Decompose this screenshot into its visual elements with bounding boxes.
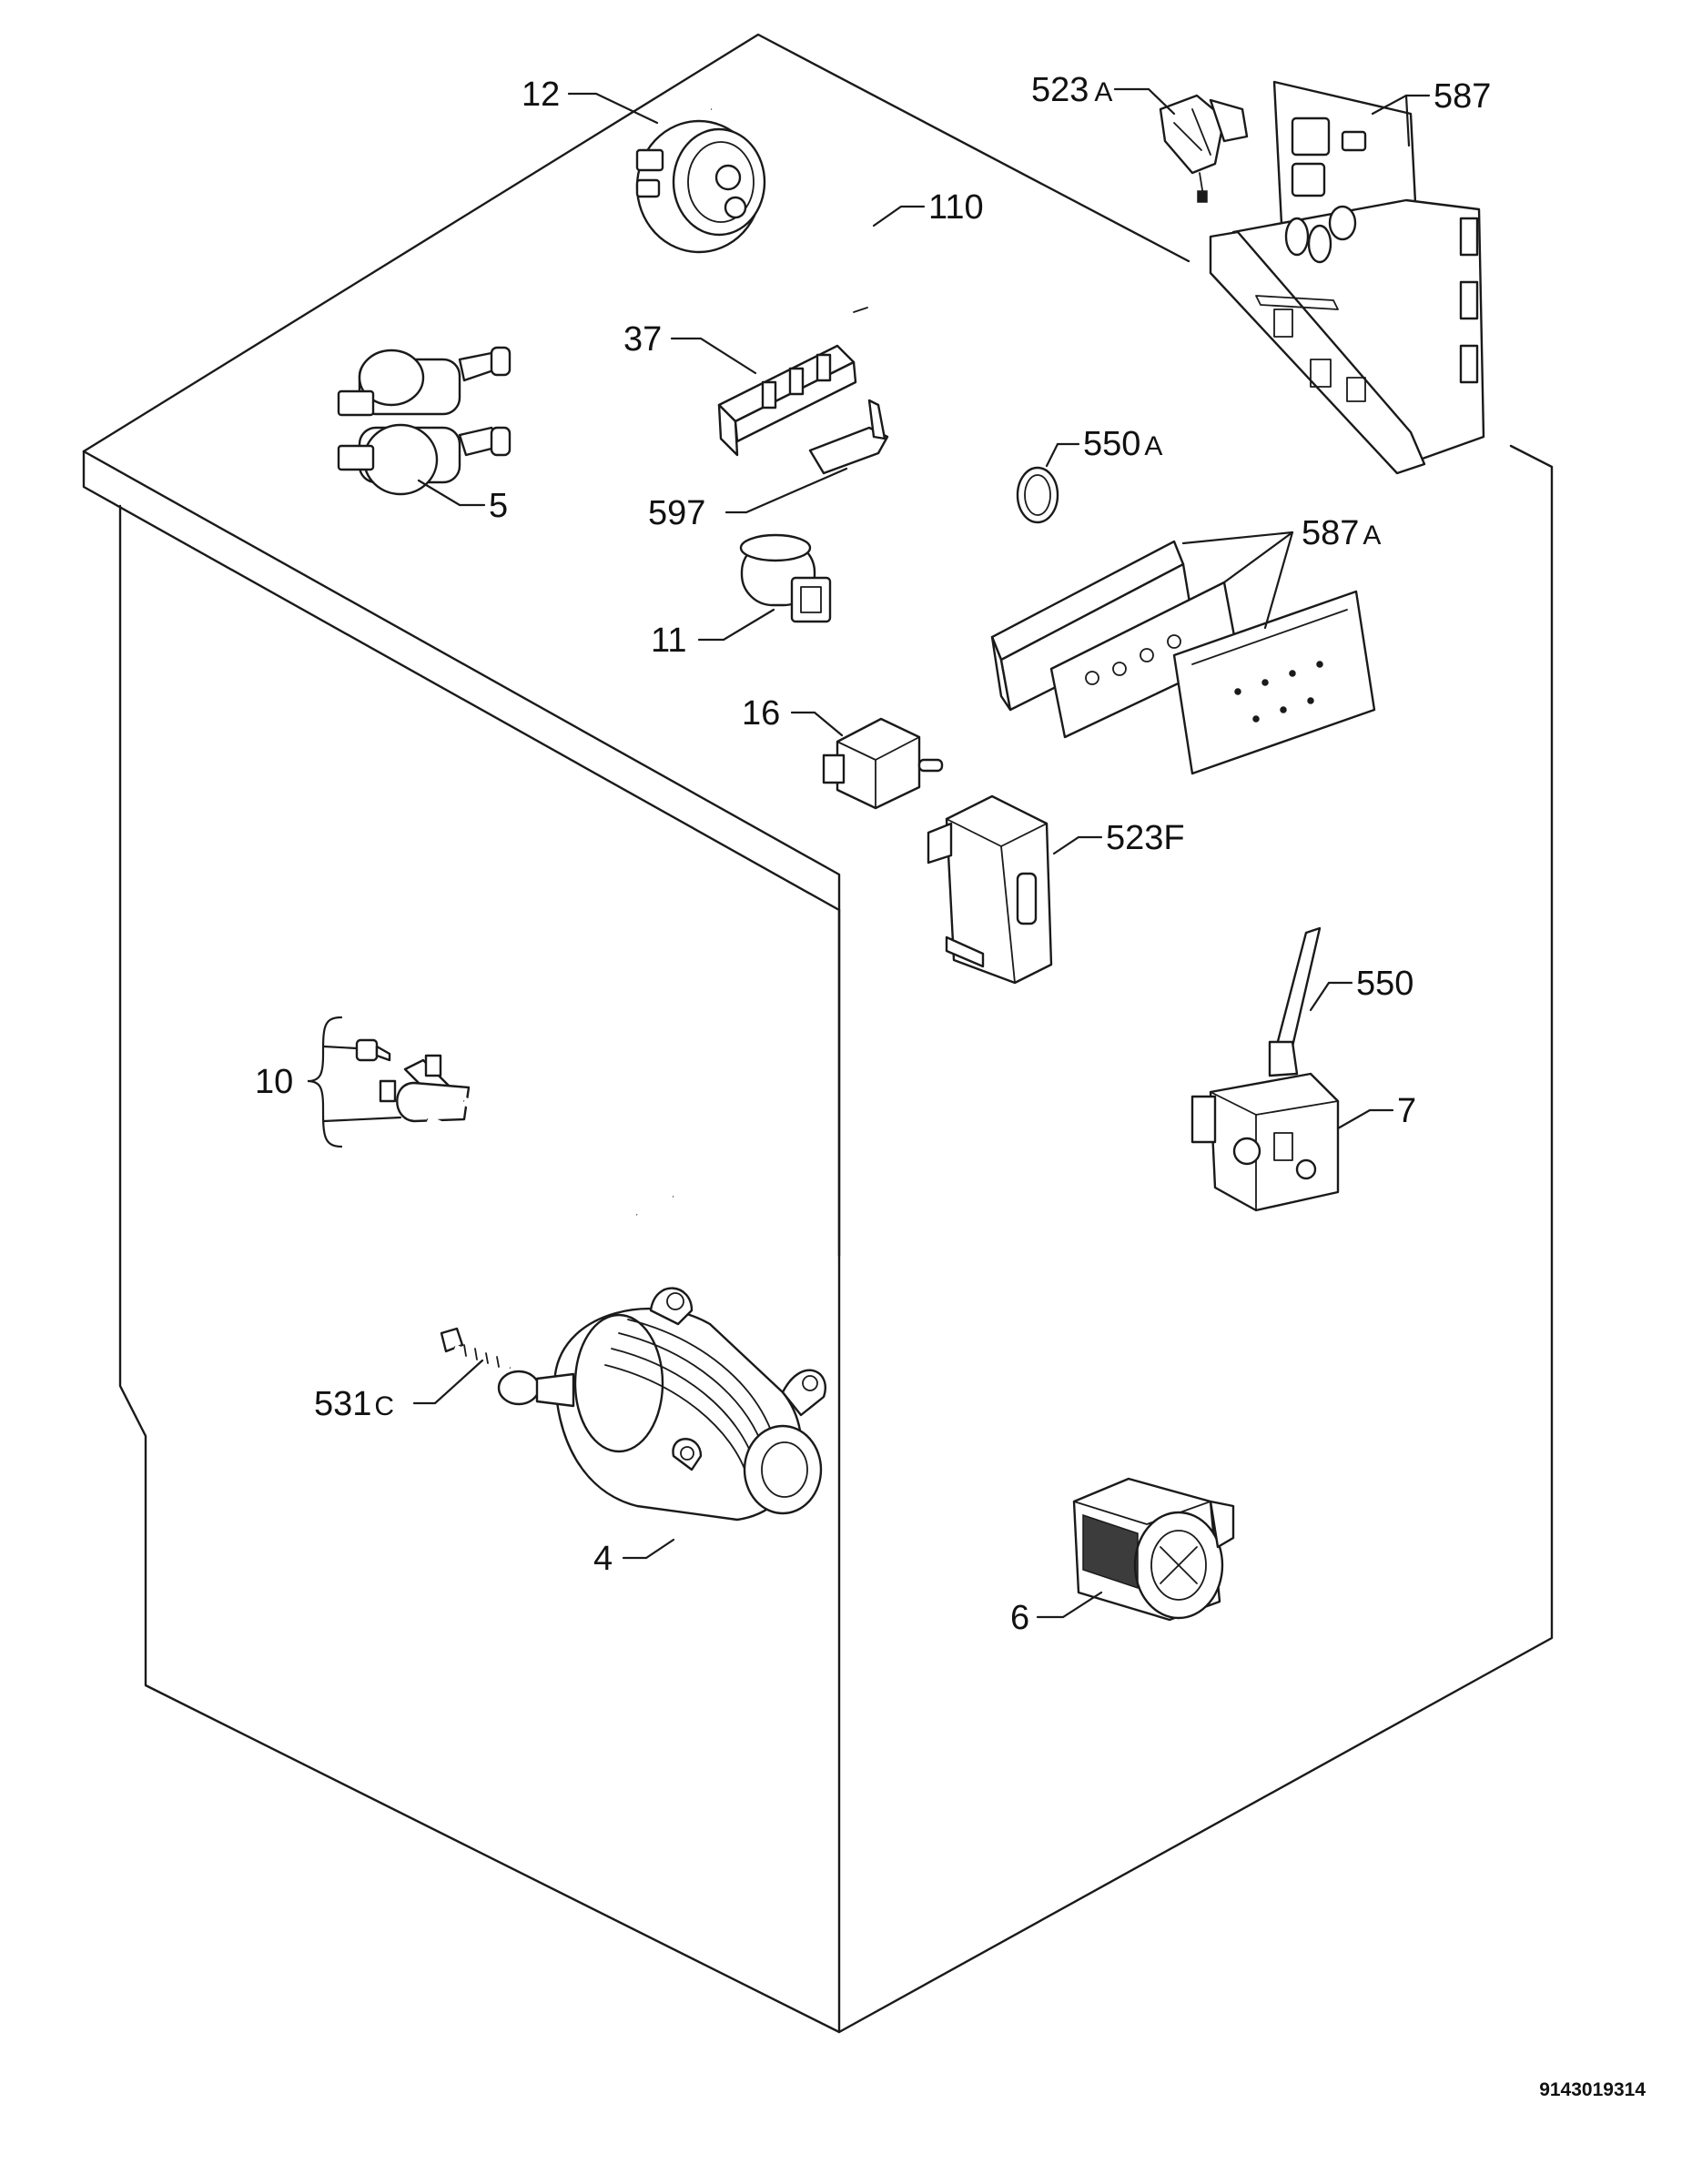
label-587: 587	[1434, 77, 1491, 116]
sealing-ring-part	[1016, 466, 1059, 524]
label-7: 7	[1397, 1092, 1416, 1130]
heating-element-part	[355, 1038, 684, 1223]
label-550: 550	[1356, 965, 1413, 1003]
pressure-switch-part	[635, 119, 766, 254]
label-597: 597	[648, 494, 705, 532]
drawing-code: 9143019314	[1539, 2079, 1646, 2100]
lever-part	[1268, 926, 1322, 1077]
label-523f: 523F	[1106, 819, 1185, 857]
timer-motor-part	[1190, 1072, 1340, 1212]
leader-550	[1309, 981, 1353, 1012]
leader-523f	[1052, 835, 1103, 855]
selector-switch-part	[822, 717, 944, 810]
label-6: 6	[1010, 1599, 1029, 1637]
leader-10-a	[322, 1045, 359, 1050]
label-10: 10	[255, 1063, 293, 1101]
label-4: 4	[593, 1540, 613, 1578]
display-boards-part	[990, 540, 1376, 775]
leader-37	[670, 337, 757, 375]
label-110: 110	[928, 188, 984, 227]
leader-10-b	[322, 1116, 402, 1123]
label-16: 16	[742, 694, 780, 733]
pump-head-part	[1072, 1477, 1235, 1622]
leader-523a	[1113, 87, 1176, 116]
leader-587-b	[1404, 94, 1411, 147]
bolt-part	[440, 1327, 511, 1370]
leader-597	[724, 467, 848, 514]
label-5: 5	[489, 487, 508, 525]
door-interlock-part	[927, 794, 1053, 985]
leader-16	[790, 711, 844, 737]
label-11: 11	[651, 622, 686, 660]
leader-587a-1	[1181, 531, 1294, 545]
leader-5	[417, 479, 486, 507]
clip-part	[808, 399, 889, 475]
control-board-part	[1209, 80, 1485, 475]
leader-12	[567, 92, 659, 125]
leader-6	[1036, 1591, 1103, 1619]
brace-10	[307, 1016, 343, 1148]
leader-lines	[307, 87, 1431, 1619]
capacitor-part	[739, 533, 832, 623]
leader-7	[1336, 1108, 1394, 1130]
connector-part	[1159, 94, 1249, 203]
leader-11	[697, 608, 775, 642]
label-37: 37	[623, 320, 662, 359]
leader-4	[622, 1538, 675, 1560]
appliance-cabinet	[82, 33, 1554, 2034]
pressure-hose-part	[711, 97, 868, 313]
pump-motor-part	[497, 1287, 826, 1522]
terminal-block-part	[717, 344, 857, 457]
leader-587a-2	[1222, 531, 1294, 584]
label-12: 12	[522, 76, 560, 114]
leader-110	[872, 205, 926, 228]
inlet-valve-part	[337, 346, 512, 496]
leader-587a-3	[1263, 531, 1294, 630]
leader-531c	[412, 1359, 484, 1405]
leader-550a	[1045, 442, 1080, 468]
